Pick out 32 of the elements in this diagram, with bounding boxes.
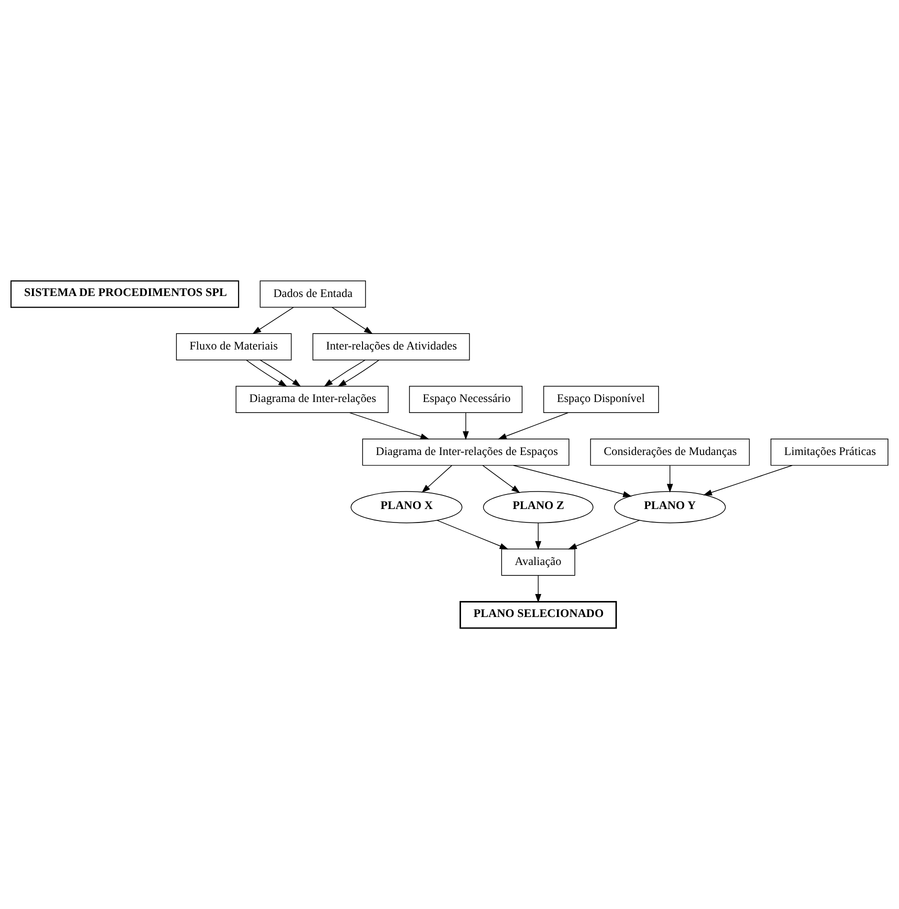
node-box: Espaço Necessário bbox=[409, 386, 522, 413]
arrow bbox=[482, 465, 520, 494]
arrow bbox=[535, 522, 542, 550]
node-ellipse: PLANO X bbox=[350, 491, 462, 524]
node-box: Diagrama de Inter-relações bbox=[236, 386, 389, 413]
arrow bbox=[436, 520, 508, 550]
arrow bbox=[252, 307, 294, 334]
arrow bbox=[338, 360, 380, 387]
node-box: Espaço Disponível bbox=[543, 386, 659, 413]
node-box: Fluxo de Materiais bbox=[176, 333, 292, 360]
node-box: Diagrama de Inter-relações de Espaços bbox=[362, 438, 570, 466]
node-box: Limitações Práticas bbox=[770, 438, 888, 466]
arrow bbox=[324, 360, 366, 387]
node-box: Considerações de Mudanças bbox=[590, 438, 750, 466]
arrow bbox=[349, 412, 430, 440]
arrow bbox=[422, 465, 452, 493]
arrow bbox=[498, 412, 568, 440]
node-box: Inter-relações de Atividades bbox=[312, 333, 470, 360]
node-box: PLANO SELECIONADO bbox=[460, 601, 617, 629]
node-box: Avaliação bbox=[501, 548, 576, 576]
arrow bbox=[666, 465, 673, 493]
arrow bbox=[535, 575, 542, 603]
arrow bbox=[462, 412, 469, 440]
arrow bbox=[513, 465, 632, 498]
node-ellipse: PLANO Z bbox=[483, 491, 594, 524]
arrow bbox=[246, 360, 288, 387]
node-box: Dados de Entada bbox=[260, 280, 366, 308]
node-box: SISTEMA DE PROCEDIMENTOS SPL bbox=[10, 280, 240, 308]
arrow bbox=[703, 465, 793, 496]
arrow bbox=[332, 307, 373, 334]
arrow bbox=[568, 520, 640, 550]
arrow bbox=[260, 360, 301, 387]
